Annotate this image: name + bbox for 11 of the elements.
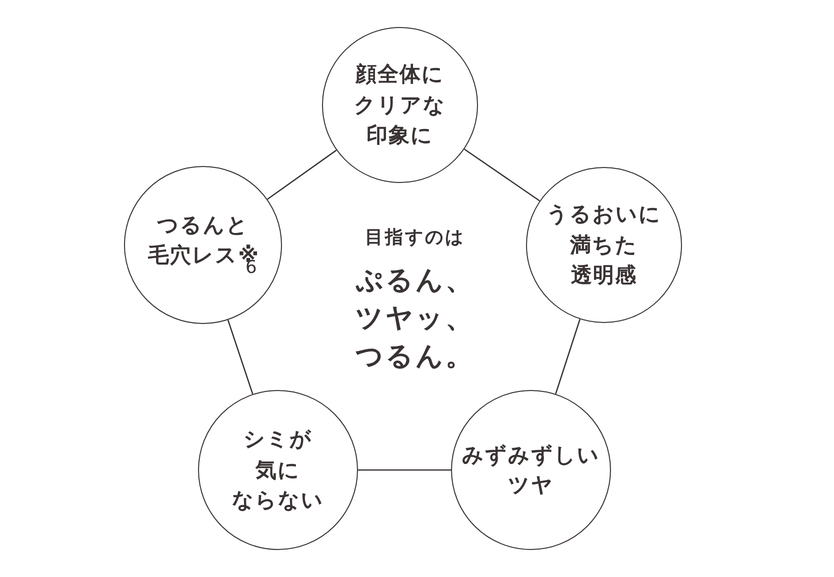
- connector-line: [358, 469, 451, 471]
- connector-line: [227, 320, 254, 394]
- connector-line: [555, 319, 581, 394]
- center-text: 目指すのは: [365, 227, 465, 249]
- node-text: 顔全体にクリアな印象に: [354, 61, 446, 150]
- node-text: シミが気にならない: [232, 426, 324, 514]
- node-text: うるおいに満ちた透明感: [546, 201, 662, 290]
- node-text: みずみずしいツヤ: [462, 442, 600, 499]
- center-text: ぷるん、ツヤッ、つるん。: [356, 264, 474, 374]
- connector-line: [267, 150, 337, 200]
- connector-line: [464, 148, 540, 202]
